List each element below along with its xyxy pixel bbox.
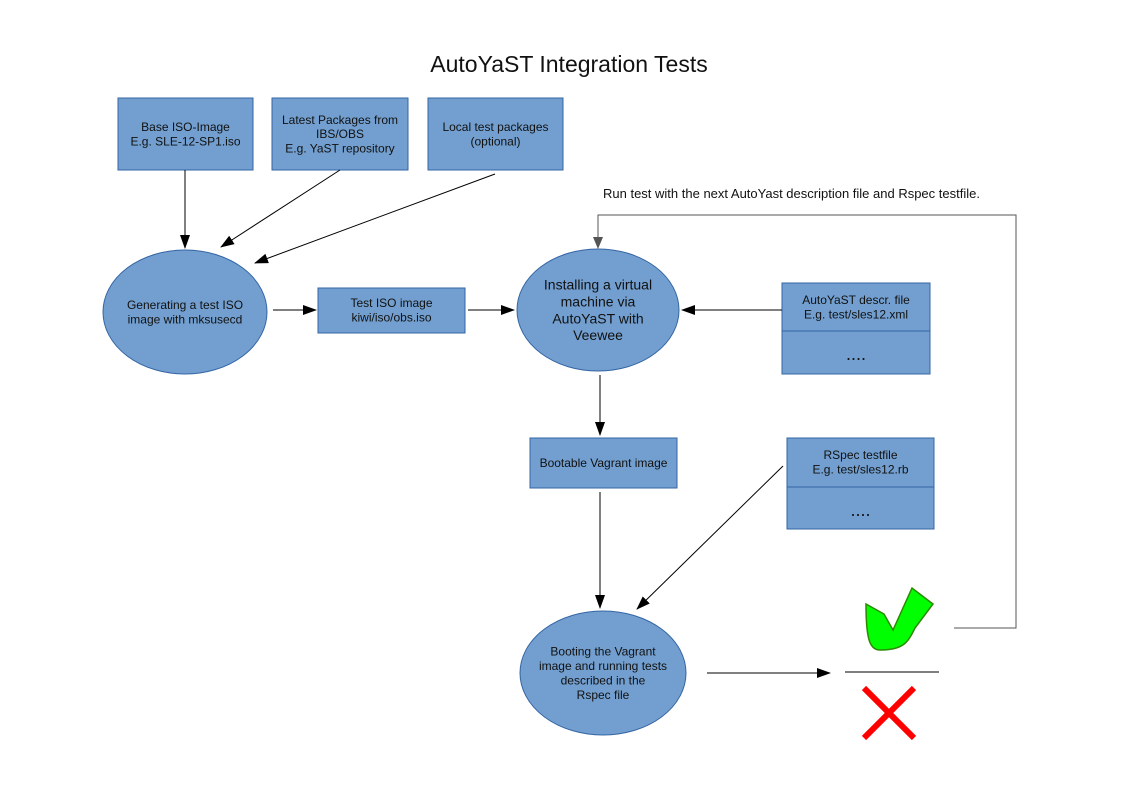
connectors (180, 169, 831, 678)
node-local-packages-box (427, 97, 564, 171)
label-line: E.g. test/sles12.rb (812, 462, 908, 476)
node-local-packages-label: Local test packages(optional) (442, 120, 548, 148)
cross-icon-stroke-2 (861, 685, 917, 741)
label-line: Local test packages (442, 120, 548, 134)
node-generate-iso-shape (102, 249, 268, 375)
arrow-loop-back (593, 214, 1017, 629)
node-boot-vagrant-shape (519, 610, 687, 736)
loop-note: Run test with the next AutoYast descript… (603, 186, 980, 201)
label-line: machine via (561, 294, 636, 310)
node-rspec-file-more: .... (850, 500, 870, 520)
label-line: E.g. test/sles12.xml (804, 307, 908, 321)
label-line: Veewee (573, 327, 623, 343)
cross-icon (861, 685, 917, 741)
page-title: AutoYaST Integration Tests (430, 51, 707, 77)
node-rspec-file-box (786, 437, 935, 530)
label-line: E.g. SLE-12-SP1.iso (130, 134, 240, 148)
label-line: Base ISO-Image (141, 120, 230, 134)
label-line: Installing a virtual (544, 277, 652, 293)
arrow-local-to-generate (254, 173, 496, 264)
node-latest-packages-box (271, 97, 409, 171)
label-line: kiwi/iso/obs.iso (351, 310, 431, 324)
label-line: described in the (561, 673, 646, 687)
label-line: IBS/OBS (316, 127, 364, 141)
checkmark-icon (865, 586, 935, 651)
node-test-iso-box (317, 287, 466, 334)
node-local-packages: Local test packages(optional) (427, 97, 564, 171)
node-install-vm-shape (516, 248, 680, 372)
arrow-latest-to-generate (220, 169, 341, 248)
node-autoyast-file-box (781, 282, 931, 375)
node-base-iso-box (117, 97, 254, 171)
node-vagrant-image-box (529, 437, 678, 489)
label-line: Latest Packages from (282, 113, 398, 127)
label-line: Generating a test ISO (127, 298, 243, 312)
label-line: Rspec file (577, 688, 630, 702)
node-vagrant-image: Bootable Vagrant image (529, 437, 678, 489)
node-autoyast-file-more: .... (846, 344, 866, 364)
label-line: Booting the Vagrant (550, 645, 656, 659)
label-line: image and running tests (539, 659, 667, 673)
label-line: RSpec testfile (823, 448, 897, 462)
label-line: AutoYaST with (552, 310, 643, 326)
label-line: E.g. YaST repository (285, 142, 394, 156)
label-line: (optional) (470, 134, 520, 148)
label-line: Bootable Vagrant image (540, 456, 668, 470)
arrow-rspec-to-boot (636, 465, 784, 610)
label-line: Test ISO image (350, 296, 432, 310)
label-line: image with mksusecd (128, 312, 243, 326)
label-line: AutoYaST descr. file (802, 293, 910, 307)
node-vagrant-image-label: Bootable Vagrant image (540, 456, 668, 470)
